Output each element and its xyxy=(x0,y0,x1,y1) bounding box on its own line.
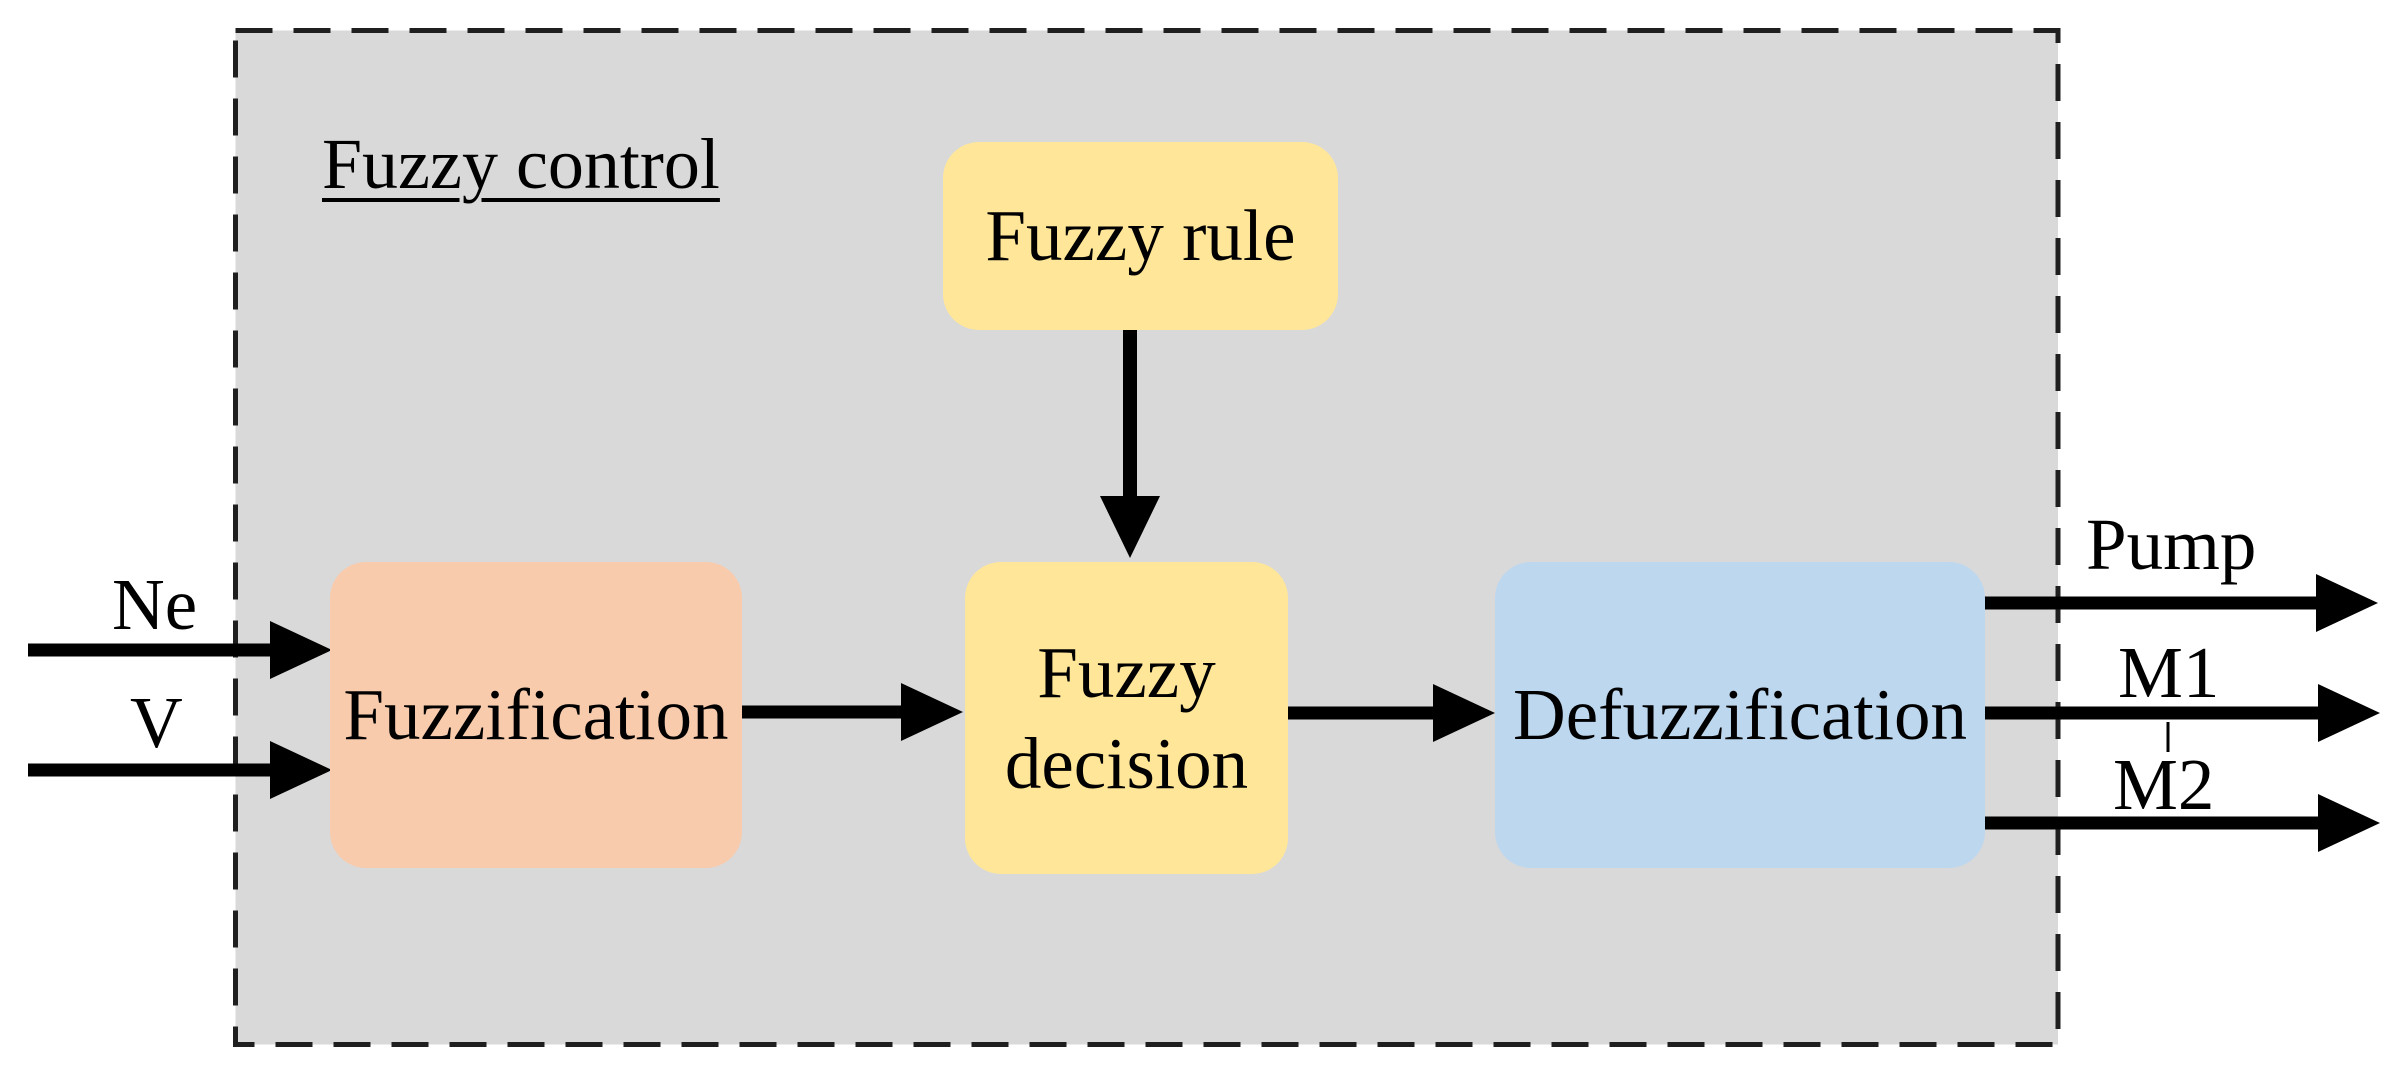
rule-to-decision-arrow xyxy=(1100,328,1160,558)
output-label-m1: M1 xyxy=(2118,632,2220,713)
fuzzification-to-decision-arrow xyxy=(742,683,963,741)
defuzzification-box: Defuzzification xyxy=(1495,562,1985,868)
input-label-v: V xyxy=(130,682,183,763)
fuzzy-rule-box: Fuzzy rule xyxy=(943,142,1338,330)
panel-title: Fuzzy control xyxy=(322,124,720,204)
output-label-m2: M2 xyxy=(2113,744,2215,825)
fuzzy-decision-box: Fuzzy decision xyxy=(965,562,1288,874)
output-arrow-m1 xyxy=(1983,684,2380,742)
output-arrow-pump xyxy=(1980,574,2378,632)
input-arrow-ne xyxy=(28,621,332,679)
input-label-ne: Ne xyxy=(112,564,198,645)
input-arrow-v xyxy=(28,741,332,799)
output-label-pump: Pump xyxy=(2086,504,2257,585)
output-arrow-m2 xyxy=(1983,794,2380,852)
fuzzification-box: Fuzzification xyxy=(330,562,742,868)
decision-to-defuzzification-arrow xyxy=(1288,684,1495,742)
